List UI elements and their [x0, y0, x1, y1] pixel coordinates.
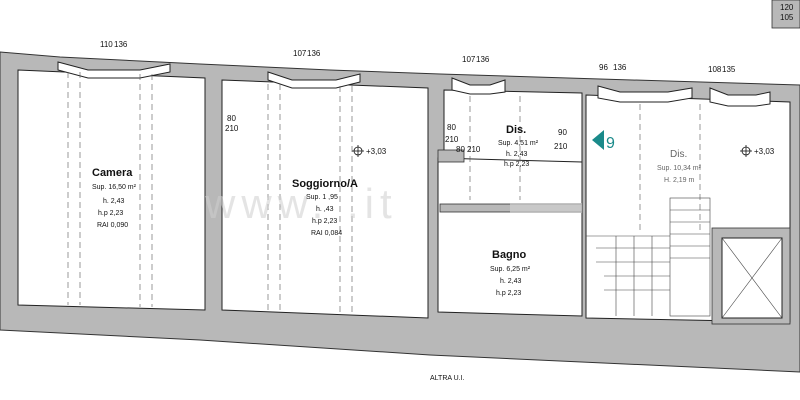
- partition-bagno: [437, 149, 465, 163]
- bagno-h: h. 2,43: [500, 278, 522, 285]
- dim-window-4-bot: 136: [613, 63, 627, 72]
- camera-name: Camera: [92, 167, 133, 179]
- entrance-number: 9: [606, 135, 615, 152]
- soggiorno-hp: h.p 2,23: [312, 218, 337, 225]
- window-niche-dislarge-2: [709, 87, 771, 107]
- elevation-marker-2: +3,03: [740, 145, 775, 157]
- dis-large-name: Dis.: [670, 149, 687, 160]
- camera-hp: h.p 2,23: [98, 210, 123, 217]
- dim-window-1-bot: 136: [114, 40, 128, 49]
- dis-small-sup: Sup. 4,51 m²: [498, 140, 539, 147]
- lift-shaft: [711, 227, 791, 325]
- dis-large-sup: Sup. 10,34 m²: [657, 165, 702, 172]
- watermark: www. .it: [204, 180, 398, 227]
- entrance-arrow-icon: [592, 130, 604, 150]
- elevation-marker-1: +3,03: [352, 145, 387, 157]
- dim-door-1-bot: 210: [225, 124, 239, 133]
- dis-small-name: Dis.: [506, 124, 526, 136]
- soggiorno-sup: Sup. 1 ,95: [306, 194, 338, 201]
- bagno-sup: Sup. 6,25 m²: [490, 266, 531, 273]
- dim-window-3-top: 107: [462, 55, 476, 64]
- camera-sup: Sup. 16,50 m²: [92, 184, 137, 191]
- bagno-hp: h.p 2,23: [496, 290, 521, 297]
- dim-door-3-bot: 210: [467, 145, 481, 154]
- entrance-marker: 9: [592, 130, 615, 152]
- dis-small-hp: h.p 2,23: [504, 161, 529, 168]
- room-bagno: [437, 157, 583, 317]
- dim-window-5-top: 108: [708, 65, 722, 74]
- dim-window-5-bot: 135: [722, 65, 736, 74]
- bagno-name: Bagno: [492, 249, 527, 261]
- elevation-1-value: +3,03: [366, 147, 387, 156]
- dim-window-2-top: 107: [293, 49, 307, 58]
- soggiorno-rai: RAI 0,084: [311, 230, 342, 237]
- dis-small-h: h. 2,43: [506, 151, 528, 158]
- dim-window-2-bot: 136: [307, 49, 321, 58]
- dim-door-1-top: 80: [227, 114, 236, 123]
- footer-label: ALTRA U.I.: [430, 375, 465, 382]
- dis-large-h: H. 2,19 m: [664, 177, 695, 184]
- dim-window-6-bot: 105: [780, 13, 794, 22]
- window-niche-soggiorno: [267, 71, 361, 89]
- camera-h: h. 2,43: [103, 198, 125, 205]
- elevation-2-value: +3,03: [754, 147, 775, 156]
- dim-door-4-top: 90: [558, 128, 567, 137]
- window-niche-dis: [451, 77, 506, 95]
- dim-door-2-bot: 210: [445, 135, 459, 144]
- dim-door-2-top: 80: [447, 123, 456, 132]
- dim-door-4-bot: 210: [554, 142, 568, 151]
- dim-window-4-top: 96: [599, 63, 608, 72]
- dim-window-3-bot: 136: [476, 55, 490, 64]
- window-niche-dislarge-1: [597, 85, 693, 103]
- camera-rai: RAI 0,090: [97, 222, 128, 229]
- staircase: [586, 197, 711, 317]
- dim-window-6-top: 120: [780, 3, 794, 12]
- room-soggiorno: [221, 79, 429, 319]
- soggiorno-name: Soggiorno/A: [292, 178, 358, 190]
- watermark-bar: [510, 203, 582, 213]
- dim-door-3-top: 80: [456, 145, 465, 154]
- dim-window-1-top: 110: [100, 40, 113, 49]
- soggiorno-h: h. ,43: [316, 206, 334, 213]
